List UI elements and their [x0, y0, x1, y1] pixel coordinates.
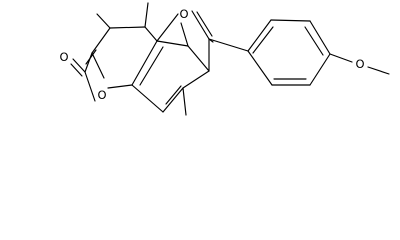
bond: [96, 13, 111, 29]
bond: [329, 53, 353, 63]
bond: [131, 40, 158, 86]
bond: [131, 84, 164, 113]
bond: [85, 49, 97, 65]
bond: [91, 27, 111, 54]
atom-labels: O O O O: [59, 7, 364, 102]
bond: [72, 58, 86, 73]
bond: [180, 22, 189, 47]
bond: [109, 26, 146, 29]
bond: [144, 2, 149, 28]
furan-oxygen-label: O: [179, 7, 188, 21]
bond: [156, 13, 179, 42]
bond: [156, 40, 189, 47]
bond: [165, 85, 182, 105]
bond: [309, 53, 331, 86]
bond-set: [70, 2, 390, 116]
bond: [196, 11, 213, 37]
bond: [162, 87, 184, 113]
bond: [84, 52, 93, 73]
bond: [252, 26, 274, 54]
bond: [304, 26, 324, 56]
bond: [139, 46, 164, 86]
bond: [247, 50, 273, 86]
bond: [270, 19, 311, 22]
pyranone-ring-oxygen-label: O: [97, 88, 106, 102]
bond: [247, 19, 272, 52]
bond: [182, 87, 187, 116]
bond: [91, 52, 105, 79]
bond: [70, 63, 83, 77]
bond: [107, 84, 133, 89]
bond: [187, 45, 210, 72]
bond: [191, 10, 210, 40]
structure-canvas: O O O O: [59, 2, 390, 116]
bond: [182, 70, 210, 89]
bond: [208, 38, 249, 52]
molecule-drawing: O O O O: [59, 2, 390, 116]
bond: [309, 20, 331, 55]
bond: [367, 66, 390, 75]
carbonyl-oxygen-label: O: [59, 50, 68, 64]
bond: [144, 26, 158, 42]
bond: [84, 71, 96, 102]
methoxy-oxygen-label: O: [355, 57, 364, 71]
